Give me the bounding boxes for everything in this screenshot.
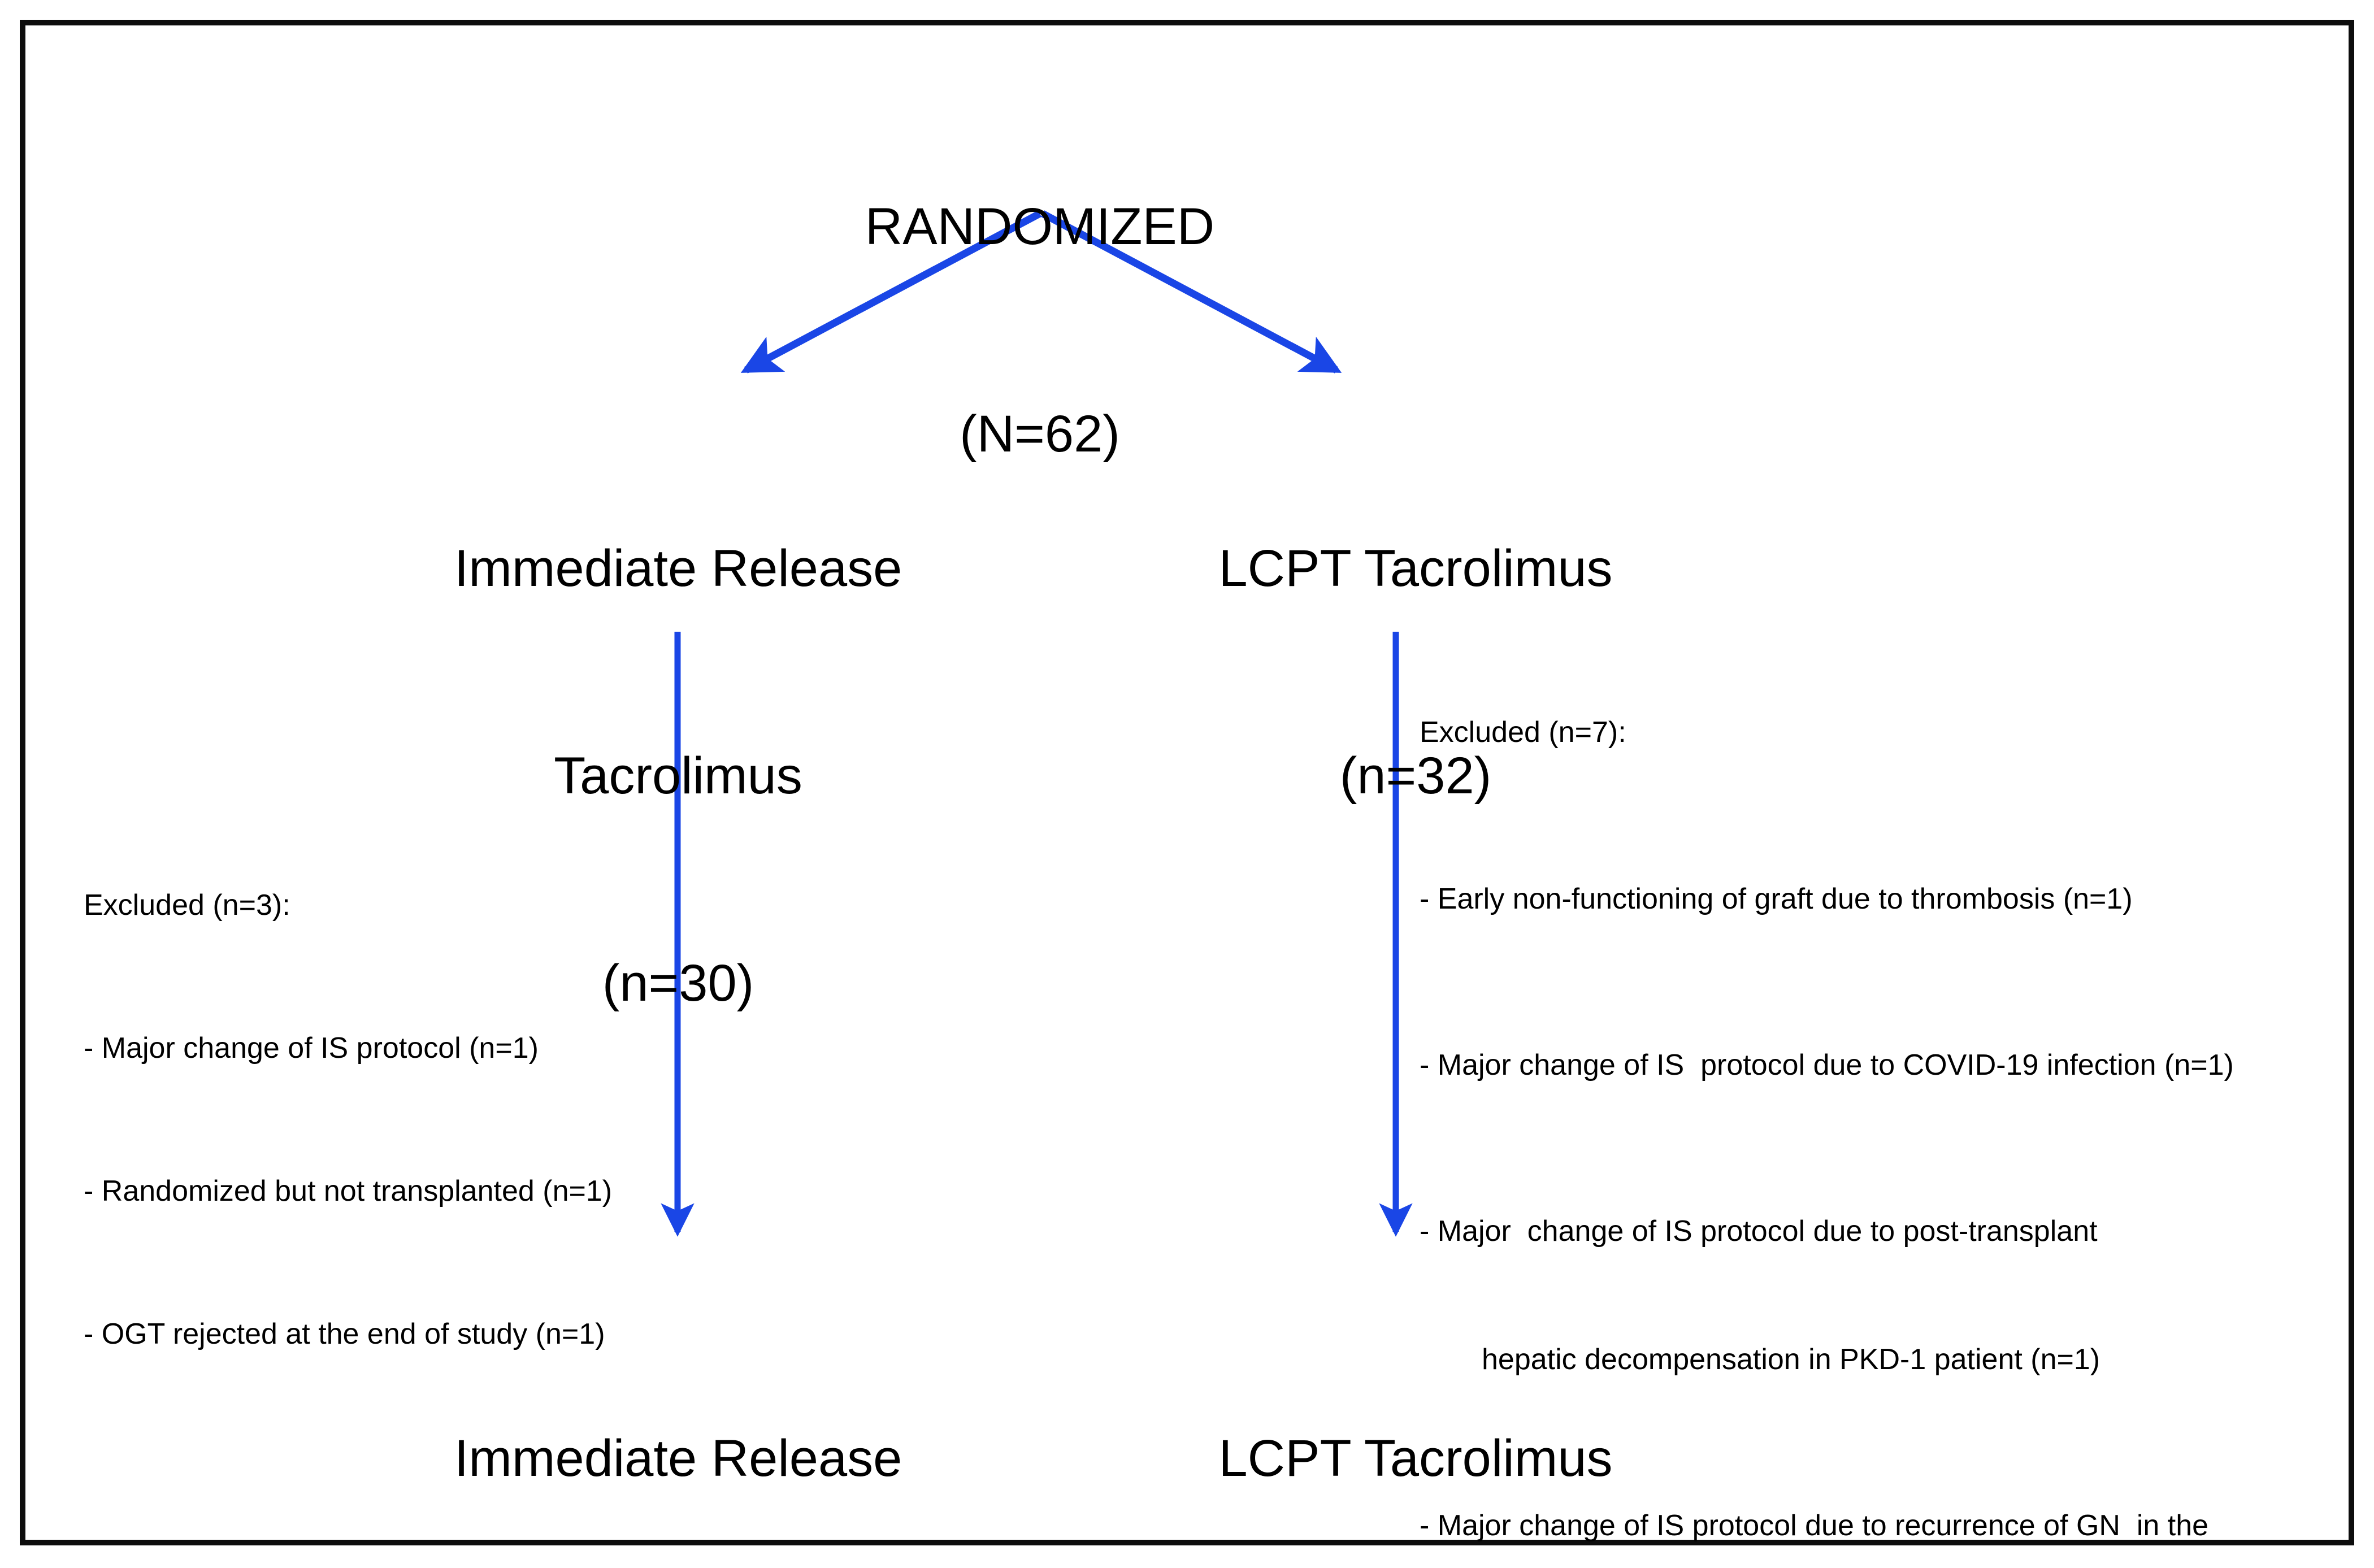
exclusion-note-left: Excluded (n=3): - Major change of IS pro… — [84, 787, 694, 1453]
node-randomized: RANDOMIZED (N=62) — [774, 54, 1305, 607]
exclusion-left-item: - Randomized but not transplanted (n=1) — [84, 1174, 613, 1208]
exclusion-right-item: - Major change of IS protocol due to pos… — [1420, 1215, 2098, 1248]
node-immediate-release-tacrolimus-top: Immediate Release Tacrolimus (n=30) — [350, 396, 1006, 1156]
node-ir-top-line1: Immediate Release — [454, 539, 902, 597]
node-ir-top-count: (n=30) — [602, 954, 754, 1012]
exclusion-right-item: - Major change of IS protocol due to COV… — [1420, 1048, 2234, 1081]
node-lcpt-tacrolimus-top: LCPT Tacrolimus (n=32) — [1125, 396, 1707, 949]
exclusion-right-heading: Excluded (n=7): — [1420, 716, 1626, 749]
exclusion-left-item: - OGT rejected at the end of study (n=1) — [84, 1317, 605, 1350]
exclusion-left-item: - Major change of IS protocol (n=1) — [84, 1032, 539, 1065]
exclusion-left-heading: Excluded (n=3): — [84, 889, 290, 922]
exclusion-right-item-continuation: hepatic decompensation in PKD-1 patient … — [1482, 1343, 2100, 1376]
node-ir-bottom-line1: Immediate Release — [454, 1429, 902, 1487]
node-lcpt-top-count: (n=32) — [1339, 746, 1492, 805]
exclusion-note-right: Excluded (n=7): - Early non-functioning … — [1420, 637, 2324, 1568]
node-ir-top-line2: Tacrolimus — [554, 746, 802, 805]
node-randomized-title: RANDOMIZED — [865, 197, 1215, 255]
node-immediate-release-tacrolimus-bottom: Immediate Release Tacrolimus (n=27) — [350, 1285, 1006, 1568]
node-randomized-count: (N=62) — [960, 405, 1120, 463]
exclusion-right-item: - Major change of IS protocol due to rec… — [1420, 1509, 2209, 1543]
node-lcpt-bottom-line1: LCPT Tacrolimus — [1218, 1429, 1613, 1487]
node-lcpt-tacrolimus-bottom: LCPT Tacrolimus (n=25) — [1125, 1285, 1707, 1568]
exclusion-right-item: - Early non-functioning of graft due to … — [1420, 882, 2133, 915]
node-lcpt-top-line1: LCPT Tacrolimus — [1218, 539, 1613, 597]
